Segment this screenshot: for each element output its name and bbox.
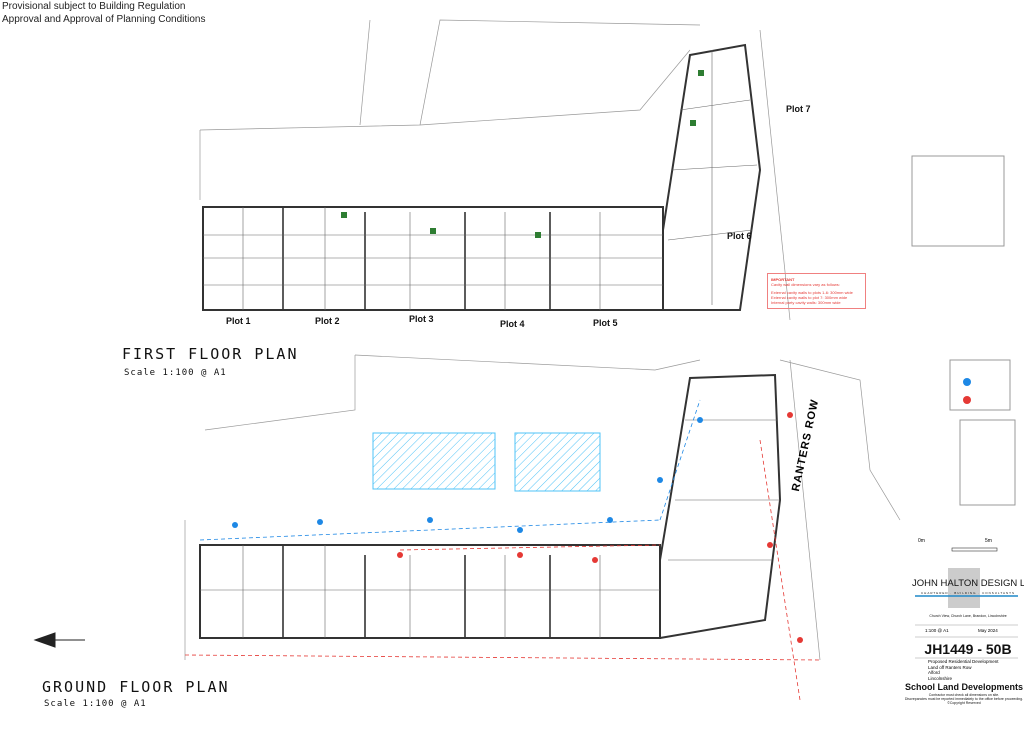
parking-hatch-2	[514, 432, 601, 492]
scale-bar-end: 5m	[985, 538, 992, 544]
important-line-3: External cavity walls to plot 7: 300mm w…	[771, 295, 848, 300]
company-tagline: CHARTERED · BUILDING · CONSULTANTS	[920, 591, 1015, 595]
project-line: Alford	[928, 670, 940, 675]
important-line-2: External cavity walls to plots 1-6: 300m…	[771, 290, 853, 295]
green-fixtures	[341, 70, 704, 238]
header-note-2: Approval and Approval of Planning Condit…	[2, 14, 206, 25]
copyright: ©Copyright Reserved	[947, 701, 981, 706]
plot-6-label: Plot 6	[727, 231, 752, 241]
scale-bar-start: 0m	[918, 538, 925, 544]
manholes	[232, 417, 703, 533]
project-line: Lincolnshire	[928, 675, 953, 681]
site-boundary-first	[199, 19, 791, 321]
date-value: May 2024	[978, 628, 998, 633]
north-arrow-icon	[33, 632, 85, 648]
plot-7-label: Plot 7	[786, 104, 811, 114]
important-line-4: Internal party cavity walls: 300mm wide	[771, 300, 841, 305]
title-block-footer: School Land Developments Contractor must…	[904, 682, 1024, 705]
manholes-red	[397, 412, 803, 643]
site-boundary-ground	[184, 354, 901, 661]
drainage-blue	[199, 399, 701, 541]
project-description: Proposed Residential Development Land of…	[928, 659, 999, 681]
important-box: IMPORTANT Cavity wall dimensions vary as…	[767, 273, 866, 309]
disclaimer-1: Contractor must check all dimensions on …	[928, 693, 1000, 698]
company-address: Church View, Church Lane, Brandon, Linco…	[929, 614, 1007, 618]
scale-value: 1:100 @ A1	[925, 628, 949, 633]
company-name: JOHN HALTON DESIGN LTD	[912, 578, 1024, 589]
plot-4-label: Plot 4	[500, 319, 525, 329]
legend-services	[959, 419, 1016, 506]
important-line-1: Cavity wall dimensions vary as follows:	[771, 282, 840, 287]
project-line: Proposed Residential Development	[928, 659, 999, 664]
client-name: School Land Developments	[904, 682, 1024, 692]
plot-3-label: Plot 3	[409, 314, 434, 324]
plot-1-label: Plot 1	[226, 316, 251, 326]
drawing-number: JH1449 - 50B	[924, 641, 1012, 657]
project-line: Land off Ranters Row	[928, 664, 972, 670]
plot-5-label: Plot 5	[593, 318, 618, 328]
header-note-1: Provisional subject to Building Regulati…	[2, 1, 186, 12]
first-floor-title: FIRST FLOOR PLAN	[122, 345, 299, 363]
ground-floor-terrace	[199, 373, 782, 639]
drainage-red	[184, 439, 821, 701]
parking-hatch-1	[372, 432, 496, 490]
ground-floor-scale: Scale 1:100 @ A1	[44, 699, 147, 709]
important-heading: IMPORTANT	[771, 277, 795, 282]
legend-drainage	[949, 359, 1011, 411]
notes-box	[911, 155, 1005, 247]
plot-2-label: Plot 2	[315, 316, 340, 326]
disclaimer-2: Discrepancies must be reported immediate…	[904, 697, 1024, 702]
first-floor-terrace	[202, 43, 762, 311]
first-floor-scale: Scale 1:100 @ A1	[124, 368, 227, 378]
ground-floor-title: GROUND FLOOR PLAN	[42, 678, 230, 696]
